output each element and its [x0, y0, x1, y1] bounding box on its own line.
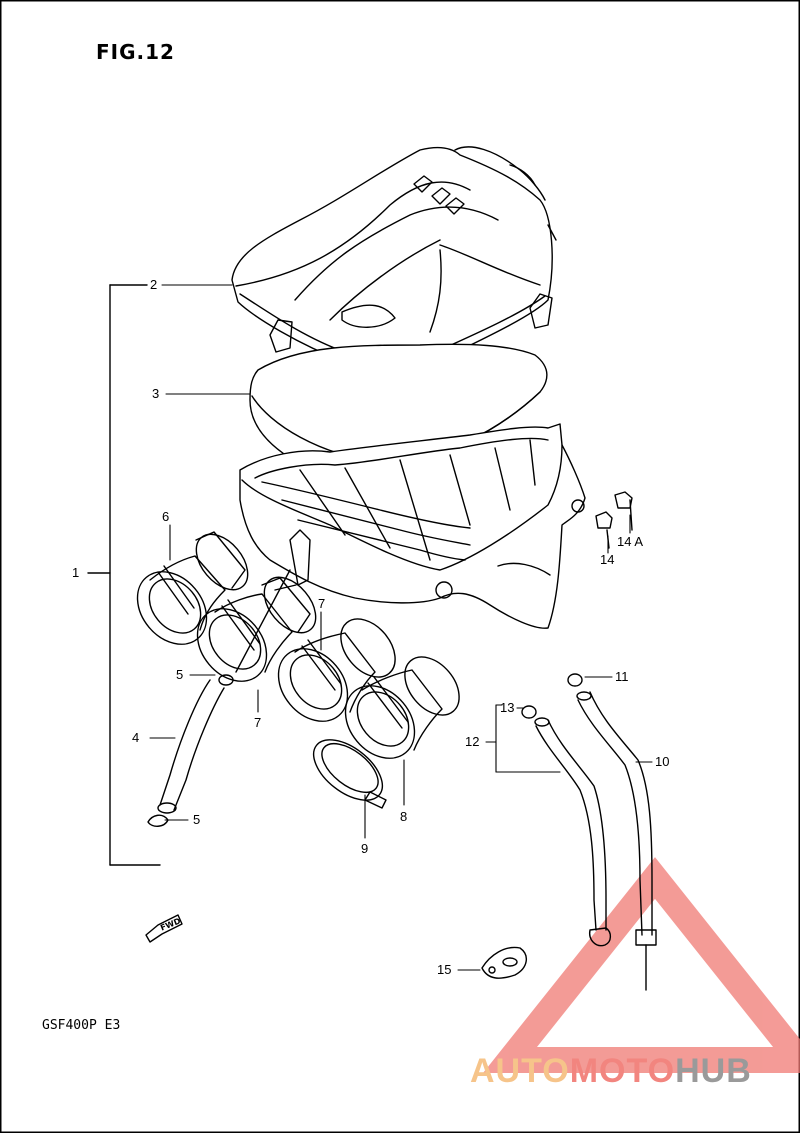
air-cleaner-cap [231, 146, 557, 389]
drain-pipe-10 [576, 691, 657, 991]
fwd-arrow [145, 914, 183, 943]
screw-14a [614, 491, 633, 531]
grommet-15 [481, 946, 527, 979]
intake-boot-6 [136, 531, 249, 645]
callout-9: 9 [361, 841, 369, 856]
callout-6: 6 [162, 509, 170, 524]
callout-5-upper: 5 [176, 667, 184, 682]
callout-1: 1 [72, 565, 80, 580]
screw-14 [595, 511, 613, 549]
callout-10: 10 [655, 754, 670, 769]
watermark-logo [483, 857, 800, 1073]
watermark-part-moto: MOTO [569, 1052, 676, 1090]
watermark-text: AUTOMOTOHUB [470, 1052, 752, 1091]
callout-15: 15 [437, 962, 452, 977]
callout-14: 14 [600, 552, 615, 567]
callout-11: 11 [615, 669, 629, 684]
clip-13 [521, 705, 537, 719]
assembly-bracket [87, 284, 161, 866]
model-code: GSF400P E3 [42, 1018, 121, 1033]
watermark-part-hub: HUB [675, 1052, 752, 1090]
intake-boot-8 [344, 656, 460, 759]
callout-7-right: 7 [318, 596, 326, 611]
callout-5-lower: 5 [193, 812, 201, 827]
callout-7-left: 7 [254, 715, 262, 730]
figure-title: FIG.12 [96, 40, 175, 64]
air-cleaner-case [239, 423, 586, 629]
callout-4: 4 [132, 730, 140, 745]
callout-8: 8 [400, 809, 408, 824]
callout-14a: 14 A [617, 534, 644, 549]
intake-boot-7-left [196, 576, 317, 682]
leader-lines [149, 284, 653, 971]
drain-pipe-12 [534, 717, 612, 947]
hose-clamp-9 [312, 739, 387, 809]
callout-13: 13 [500, 700, 515, 715]
watermark-part-auto: AUTO [470, 1052, 570, 1090]
callout-12: 12 [465, 734, 480, 749]
intake-boot-7-right [277, 618, 396, 722]
callout-3: 3 [152, 386, 160, 401]
callout-2: 2 [150, 277, 158, 292]
clip-11 [567, 673, 583, 687]
